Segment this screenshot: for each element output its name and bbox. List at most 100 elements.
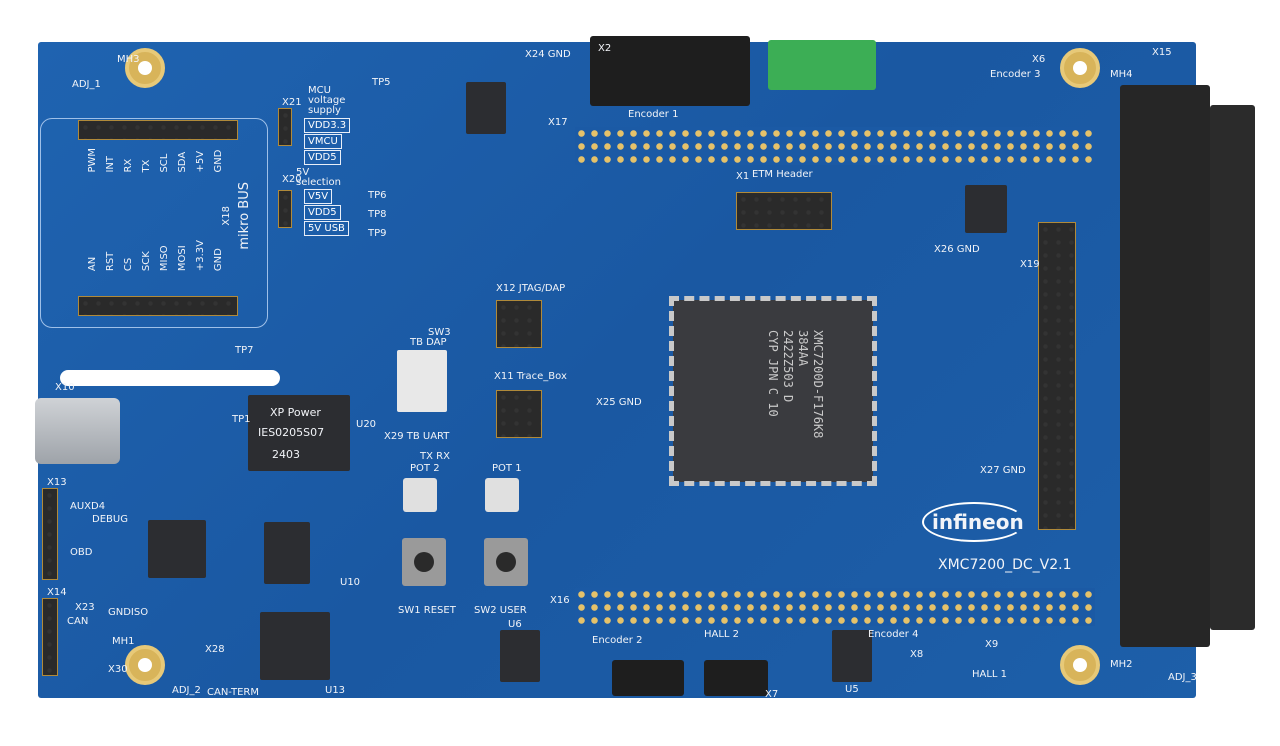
slot bbox=[60, 370, 280, 386]
header-x13[interactable] bbox=[42, 488, 58, 580]
mikrobus-pin-label: RST bbox=[105, 251, 116, 272]
mikrobus-pin-label: INT bbox=[105, 156, 116, 173]
silkscreen-label: X29 TB UART bbox=[384, 431, 450, 442]
usb-c-connector[interactable] bbox=[35, 398, 120, 464]
silkscreen-label: X6 bbox=[1032, 54, 1046, 65]
chip-u7 bbox=[148, 520, 206, 578]
silkscreen-label: U10 bbox=[340, 577, 361, 588]
silkscreen-label: U13 bbox=[325, 685, 346, 696]
silkscreen-label: X13 bbox=[47, 477, 67, 488]
silkscreen-label: TX RX bbox=[420, 451, 450, 462]
silkscreen-label: HALL 1 bbox=[972, 669, 1008, 680]
mikrobus-pin-label: RX bbox=[123, 158, 134, 173]
mikrobus-pin-label: GND bbox=[213, 248, 224, 272]
mikrobus-pin-label: CS bbox=[123, 257, 134, 272]
brand-text: infineon bbox=[932, 510, 1024, 534]
silkscreen-label: X30 bbox=[108, 664, 128, 675]
mikrobus-pin-label: GND bbox=[213, 149, 224, 173]
trace-header[interactable] bbox=[496, 390, 542, 438]
header-x17[interactable] bbox=[575, 127, 1095, 165]
silkscreen-label: X21 bbox=[282, 97, 302, 108]
silkscreen-label: Encoder 2 bbox=[592, 635, 643, 646]
silkscreen-label: X1 bbox=[736, 171, 750, 182]
silkscreen-label: X26 GND bbox=[934, 244, 980, 255]
silkscreen-label: X17 bbox=[548, 117, 568, 128]
silkscreen-label: X20 bbox=[282, 174, 302, 185]
silkscreen-label: X2 bbox=[598, 43, 612, 54]
silkscreen-label: ADJ_3 bbox=[1168, 672, 1197, 683]
jumper-x21[interactable] bbox=[278, 108, 292, 146]
mikrobus-bottom-header[interactable] bbox=[78, 296, 238, 316]
potentiometer-1[interactable] bbox=[485, 478, 519, 512]
silkscreen-label: Encoder 4 bbox=[868, 629, 919, 640]
silkscreen-label: TP5 bbox=[372, 77, 391, 88]
silkscreen-label: AUXD4 bbox=[70, 501, 106, 512]
silkscreen-label: HALL 2 bbox=[704, 629, 740, 640]
mikrobus-pin-label: SCL bbox=[159, 153, 170, 173]
mcu-opt: VDD3.3 bbox=[304, 118, 351, 133]
silkscreen-label: U6 bbox=[508, 619, 522, 630]
silkscreen-label: X8 bbox=[910, 649, 924, 660]
reset-button[interactable] bbox=[402, 538, 446, 586]
silkscreen-label: TP1 bbox=[232, 414, 251, 425]
mikrobus-pin-label: AN bbox=[87, 256, 98, 272]
silkscreen-label: CAN-TERM bbox=[207, 687, 259, 698]
silkscreen-label: POT 2 bbox=[410, 463, 440, 474]
mikrobus-pin-label: MISO bbox=[159, 245, 170, 272]
potentiometer-2[interactable] bbox=[403, 478, 437, 512]
header-x14[interactable] bbox=[42, 598, 58, 676]
silkscreen-label: POT 1 bbox=[492, 463, 522, 474]
mcu-chip-u1: XMC7200D-F176K8 384AA 2422Z503 D CYP JPN… bbox=[669, 296, 877, 486]
dip-switch-sw3[interactable] bbox=[397, 350, 447, 412]
mikrobus-pin-label: +3.3V bbox=[195, 240, 206, 272]
user-button[interactable] bbox=[484, 538, 528, 586]
silkscreen-label: X27 GND bbox=[980, 465, 1026, 476]
silkscreen-label: OBD bbox=[70, 547, 93, 558]
connector-hall-2[interactable] bbox=[704, 660, 768, 696]
silkscreen-label: X7 bbox=[765, 689, 779, 700]
silkscreen-label: SW2 USER bbox=[474, 605, 527, 616]
silkscreen-label: SW1 RESET bbox=[398, 605, 456, 616]
5v-selection-title: 5V selection bbox=[296, 167, 341, 188]
silkscreen-label: MH2 bbox=[1110, 659, 1133, 670]
silkscreen-label: ETM Header bbox=[752, 169, 813, 180]
chip-u6 bbox=[500, 630, 540, 682]
5v-opt: V5V bbox=[304, 189, 333, 204]
silkscreen-label: MH1 bbox=[112, 636, 135, 647]
silkscreen-label: U5 bbox=[845, 684, 859, 695]
mcu-opt: VDD5 bbox=[304, 150, 341, 165]
silkscreen-label: X23 bbox=[75, 602, 95, 613]
chip-u16 bbox=[466, 82, 506, 134]
mikrobus-pin-label: +5V bbox=[195, 150, 206, 173]
silkscreen-label: GNDISO bbox=[108, 607, 149, 618]
connector-x2[interactable] bbox=[590, 36, 750, 106]
silkscreen-label: DEBUG bbox=[92, 514, 128, 525]
connector-encoder-2[interactable] bbox=[612, 660, 684, 696]
header-x19[interactable] bbox=[1038, 222, 1076, 530]
mcu-opt: VMCU bbox=[304, 134, 342, 149]
mikrobus-pin-label: SDA bbox=[177, 151, 188, 173]
etm-header[interactable] bbox=[736, 192, 832, 230]
silkscreen-label: TP9 bbox=[368, 228, 387, 239]
chip-u5 bbox=[832, 630, 872, 682]
board-name: XMC7200_DC_V2.1 bbox=[938, 557, 1072, 573]
mikrobus-logo: mikro BUS bbox=[237, 182, 252, 250]
mcu-voltage-title: MCU voltage supply bbox=[308, 85, 346, 116]
header-x16[interactable] bbox=[575, 588, 1095, 626]
silkscreen-label: TP8 bbox=[368, 209, 387, 220]
silkscreen-label: TP6 bbox=[368, 190, 387, 201]
jumper-x20[interactable] bbox=[278, 190, 292, 228]
silkscreen-label: ADJ_1 bbox=[72, 79, 101, 90]
silkscreen-label: X10 bbox=[55, 382, 75, 393]
mounting-hole bbox=[125, 645, 165, 685]
silkscreen-label: X24 GND bbox=[525, 49, 571, 60]
terminal-block[interactable] bbox=[768, 40, 876, 90]
silkscreen-label: X11 Trace_Box bbox=[494, 371, 567, 382]
jtag-header[interactable] bbox=[496, 300, 542, 348]
silkscreen-label: Encoder 1 bbox=[628, 109, 679, 120]
mikrobus-pin-label: MOSI bbox=[177, 245, 188, 272]
mikrobus-top-header[interactable] bbox=[78, 120, 238, 140]
edge-connector-x15[interactable] bbox=[1120, 85, 1210, 647]
chip-u4 bbox=[965, 185, 1007, 233]
silkscreen-label: X25 GND bbox=[596, 397, 642, 408]
